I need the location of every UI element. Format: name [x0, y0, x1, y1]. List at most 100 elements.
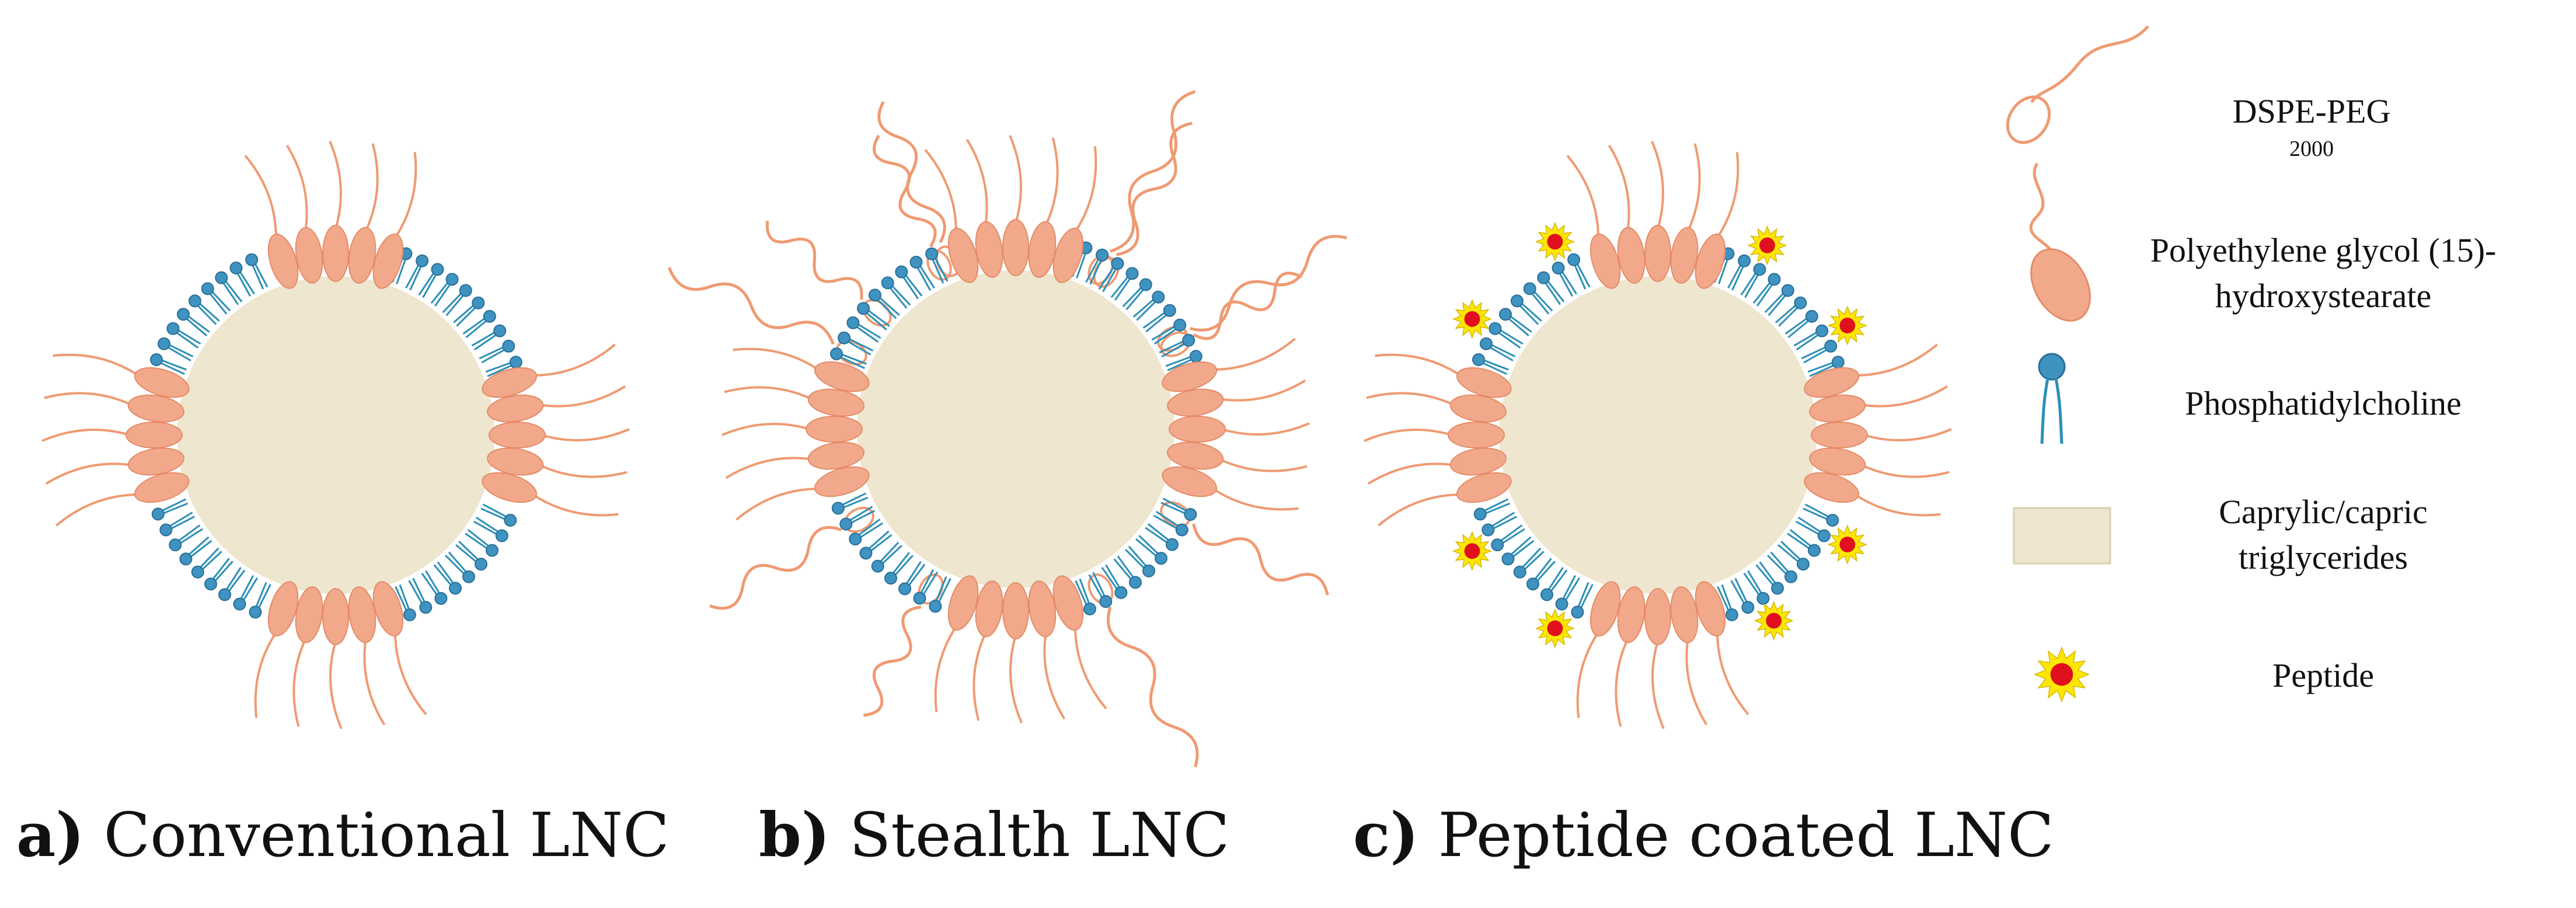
- lipid-head: [1139, 278, 1152, 291]
- lipid-head: [1831, 356, 1845, 369]
- peg-chain: [1107, 606, 1199, 768]
- lipid-head: [1184, 508, 1197, 521]
- lipid-head: [504, 514, 517, 527]
- peg-short-tail: [285, 144, 308, 232]
- lipid-head: [881, 276, 894, 290]
- lipid-head: [1725, 608, 1738, 621]
- peg-short-tail: [1212, 488, 1299, 511]
- peg-short-tail: [965, 138, 988, 226]
- peg-short-tail: [1212, 338, 1296, 371]
- peg-short-tail: [539, 385, 626, 408]
- lipid-head: [838, 331, 850, 345]
- surfactant-molecule: [1052, 227, 1084, 283]
- peptide-coated-lnc-particle: [1364, 141, 1952, 729]
- surfactant-molecule: [1167, 388, 1224, 417]
- lipid-head: [245, 253, 259, 266]
- surfactant-molecule: [348, 227, 377, 284]
- peg-short-tail: [724, 386, 813, 401]
- peptide-star: [1754, 600, 1794, 641]
- surfactant-molecule: [1644, 588, 1671, 645]
- lipid-head: [445, 273, 459, 286]
- peg-short-tail: [394, 152, 417, 239]
- peg-short-tail: [721, 423, 810, 436]
- lipid-head: [846, 316, 860, 329]
- peg-short-tail: [1009, 135, 1022, 224]
- peg-short-tail: [41, 429, 130, 442]
- lipid-head: [179, 552, 193, 566]
- lipid-head: [1513, 565, 1526, 579]
- peg-short-tail: [934, 625, 957, 712]
- lipid-head: [839, 517, 853, 531]
- lipid-head: [1771, 582, 1784, 595]
- peg-chain: [709, 526, 842, 610]
- lipid-head: [166, 322, 180, 335]
- triglycerides-icon: [2013, 507, 2111, 565]
- peg-short-tail: [1863, 428, 1952, 441]
- peg-short-tail: [1716, 152, 1740, 239]
- peg-short-tail: [1608, 144, 1630, 232]
- surfactant-molecule: [807, 441, 865, 470]
- lipid-head: [1501, 552, 1515, 566]
- peptides: [1452, 221, 1867, 649]
- lipid-head: [150, 353, 163, 366]
- surfactant-molecule: [1670, 586, 1699, 643]
- lipid-head: [1781, 284, 1794, 297]
- surfactant-molecule: [1589, 581, 1621, 637]
- surfactant-molecule: [1644, 225, 1671, 282]
- peg-anchor-loop: [1160, 501, 1191, 527]
- lipid-head: [1189, 350, 1202, 363]
- peg-chain: [877, 100, 946, 243]
- lipid-head: [1741, 601, 1755, 614]
- lipid-head: [913, 592, 926, 605]
- surfactant-molecule: [1167, 441, 1224, 470]
- lipid-head: [151, 507, 165, 521]
- peg-short-tail: [1074, 626, 1107, 709]
- surfactant-molecule: [482, 367, 538, 398]
- lipid-head: [1142, 564, 1155, 577]
- lipid-head: [249, 606, 262, 619]
- surfactant-molecule: [1589, 233, 1621, 289]
- lipid-head: [1815, 324, 1829, 338]
- surfactant-molecule: [322, 225, 349, 282]
- surfactant-molecule: [1695, 581, 1726, 637]
- peptide-star: [1535, 221, 1575, 262]
- surfactant-molecule: [134, 472, 190, 503]
- surfactant-molecule: [1449, 394, 1507, 423]
- lipid-head: [1129, 576, 1142, 589]
- lipid-head: [1797, 558, 1810, 571]
- peg-short-tail: [1576, 631, 1599, 718]
- surfactant-molecule: [975, 580, 1003, 638]
- peg-short-tail: [1566, 155, 1599, 238]
- lipid-head: [1552, 262, 1565, 274]
- peg-short-tail: [1861, 464, 1950, 478]
- phosphatidylcholine-icon: [2038, 353, 2066, 444]
- surfactant-molecule: [807, 388, 865, 417]
- surfactant-molecule: [1617, 586, 1646, 643]
- peg-short-tail: [735, 488, 819, 521]
- lipid-head: [462, 570, 475, 583]
- polyethylene-glycol-hydroxystearate-layer: [41, 141, 630, 729]
- surfactant-molecule: [295, 586, 323, 643]
- caption-peptide-coated-lnc: c) Peptide coated LNC: [1353, 799, 2054, 871]
- lipid-head: [830, 347, 843, 360]
- peg-short-tail: [53, 353, 140, 377]
- lipid-head: [1125, 267, 1139, 280]
- surfactant-molecule: [489, 422, 546, 448]
- peptide-star: [1452, 299, 1493, 339]
- lipid-head: [1756, 592, 1770, 605]
- peg-short-tail: [363, 638, 386, 726]
- peg-short-tail: [1366, 392, 1455, 406]
- lipid-head: [1826, 514, 1839, 527]
- peg-short-tail: [1219, 379, 1306, 402]
- lipid-head: [1571, 606, 1584, 619]
- peg-chain: [863, 606, 922, 717]
- surfactant-molecule: [322, 588, 349, 645]
- peg-short-tail: [394, 632, 427, 715]
- peg-short-tail: [1074, 146, 1097, 233]
- peg-short-tail: [364, 143, 379, 232]
- lipid-head: [1482, 523, 1495, 537]
- lipid-head: [483, 309, 496, 323]
- surfactant-molecule: [372, 233, 404, 289]
- lipid-head: [1768, 273, 1781, 286]
